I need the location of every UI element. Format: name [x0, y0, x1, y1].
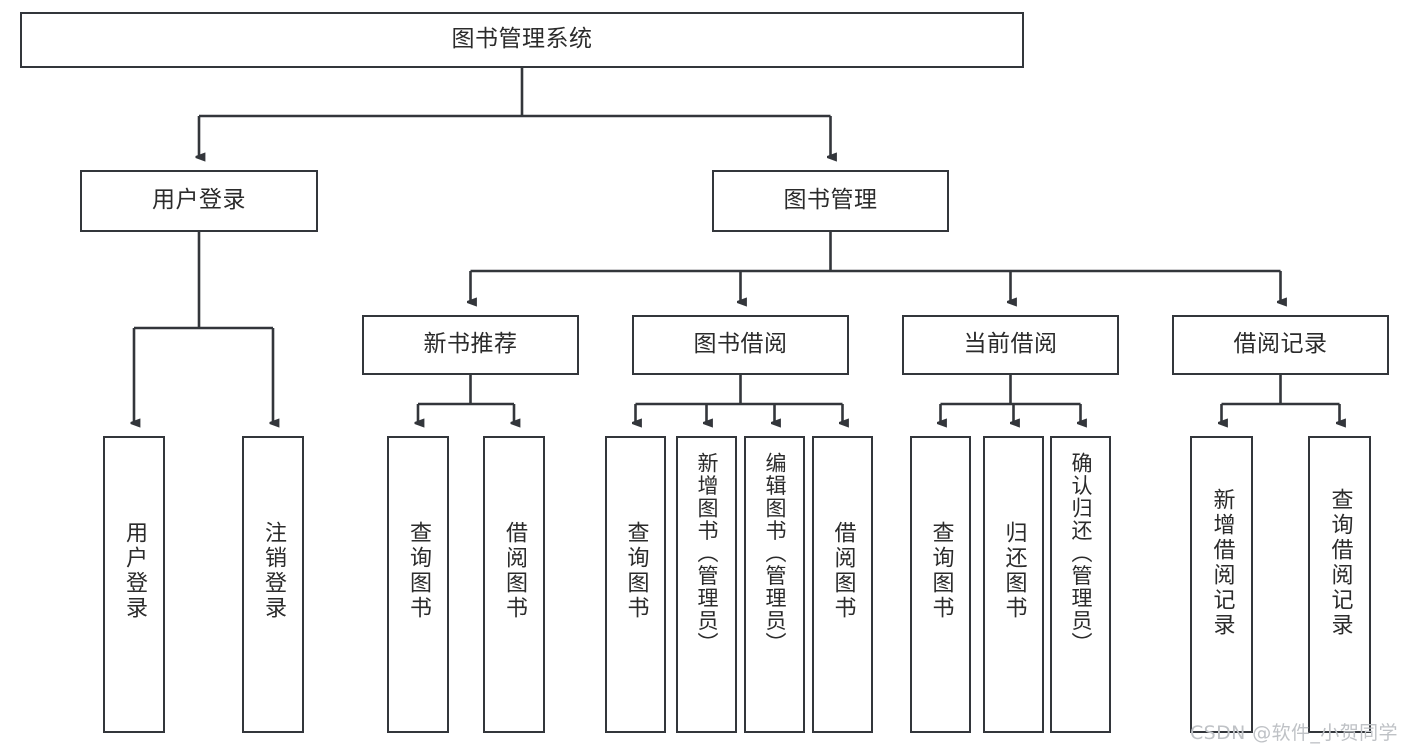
node-label: 当前借阅 [963, 331, 1058, 358]
node-leaf-query-record[interactable]: 查询借阅记录 [1308, 436, 1371, 733]
node-label: 借阅图书 [502, 520, 527, 621]
node-leaf-borrow-book-2[interactable]: 借阅图书 [812, 436, 873, 733]
node-label: 用户登录 [152, 187, 246, 214]
node-leaf-query-book-3[interactable]: 查询图书 [910, 436, 971, 733]
node-leaf-add-record[interactable]: 新增借阅记录 [1190, 436, 1253, 733]
node-login[interactable]: 用户登录 [80, 170, 318, 232]
node-label: 图书管理系统 [451, 26, 593, 53]
node-label: 新增借阅记录 [1209, 487, 1235, 638]
node-label: 新书推荐 [423, 331, 518, 358]
node-label: 图书借阅 [693, 331, 788, 358]
node-leaf-borrow-book-1[interactable]: 借阅图书 [483, 436, 545, 733]
node-label: 注销登录 [261, 520, 286, 621]
csdn-watermark: CSDN @软件_小贺同学 [1190, 722, 1398, 744]
node-label: 查询图书 [928, 520, 954, 621]
node-label: 图书管理 [783, 187, 878, 214]
node-label: 确认归还（管理员） [1069, 451, 1093, 655]
node-leaf-user-login[interactable]: 用户登录 [103, 436, 165, 733]
node-label: 编辑图书（管理员） [763, 451, 787, 655]
node-label: 归还图书 [1001, 520, 1027, 621]
node-record[interactable]: 借阅记录 [1172, 315, 1389, 375]
node-newbook[interactable]: 新书推荐 [362, 315, 579, 375]
node-leaf-edit-book[interactable]: 编辑图书（管理员） [744, 436, 805, 733]
node-leaf-query-book-1[interactable]: 查询图书 [387, 436, 449, 733]
node-label: 新增图书（管理员） [695, 451, 719, 655]
node-bookmgmt[interactable]: 图书管理 [712, 170, 949, 232]
node-leaf-query-book-2[interactable]: 查询图书 [605, 436, 666, 733]
node-leaf-logout[interactable]: 注销登录 [242, 436, 304, 733]
node-label: 查询借阅记录 [1327, 487, 1353, 638]
node-leaf-return-book[interactable]: 归还图书 [983, 436, 1044, 733]
node-leaf-add-book[interactable]: 新增图书（管理员） [676, 436, 737, 733]
node-label: 用户登录 [122, 520, 147, 621]
node-label: 查询图书 [406, 520, 431, 621]
node-leaf-confirm-return[interactable]: 确认归还（管理员） [1050, 436, 1111, 733]
node-label: 借阅图书 [830, 520, 856, 621]
node-label: 查询图书 [623, 520, 649, 621]
node-label: 借阅记录 [1233, 331, 1328, 358]
node-current[interactable]: 当前借阅 [902, 315, 1119, 375]
node-borrow[interactable]: 图书借阅 [632, 315, 849, 375]
node-root[interactable]: 图书管理系统 [20, 12, 1024, 68]
